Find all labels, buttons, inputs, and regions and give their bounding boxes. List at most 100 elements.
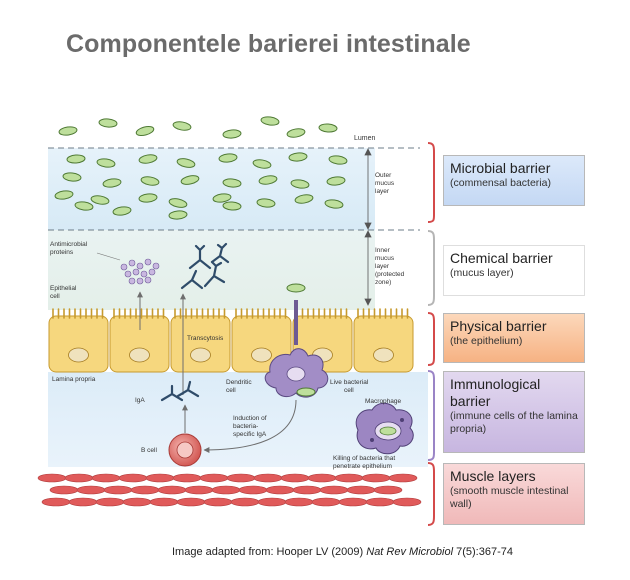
bacterium bbox=[176, 158, 196, 168]
muscle-fiber bbox=[311, 497, 341, 507]
bacterium bbox=[168, 198, 188, 208]
bacterium bbox=[58, 126, 78, 136]
label-induction-3: specific IgA bbox=[233, 431, 267, 438]
muscle-fiber bbox=[49, 485, 79, 495]
label-dendritic-2: cell bbox=[226, 387, 236, 394]
antimicrobial-proteins bbox=[120, 258, 160, 285]
muscle-fiber bbox=[145, 473, 175, 483]
muscle-fiber bbox=[226, 473, 256, 483]
muscle-fiber bbox=[280, 473, 310, 483]
muscle-fiber bbox=[95, 497, 125, 507]
cell-nucleus bbox=[373, 347, 394, 363]
muscle-fiber bbox=[230, 497, 260, 507]
credit-prefix: Image adapted from: Hooper LV (2009) bbox=[172, 546, 367, 558]
bacterium bbox=[328, 155, 348, 165]
credit-journal: Nat Rev Microbiol bbox=[366, 546, 454, 558]
label-live-bacterial-1: Live bacterial bbox=[330, 379, 369, 386]
iga-antibodies-mucus bbox=[180, 242, 230, 290]
immunological-barrier-subtitle: (immune cells of the lamina propria) bbox=[450, 410, 578, 435]
bacterium bbox=[172, 121, 192, 131]
label-killing-2: penetrate epithelium bbox=[333, 463, 392, 470]
muscle-fiber bbox=[284, 497, 314, 507]
antimicrobial-leader bbox=[96, 252, 121, 261]
label-outer-mucus-2: mucus bbox=[375, 180, 395, 187]
cell-nucleus bbox=[129, 347, 150, 363]
muscle-fiber bbox=[361, 473, 391, 483]
bacterium bbox=[140, 176, 160, 186]
epithelial-cell bbox=[170, 315, 231, 373]
chemical-barrier-subtitle: (mucus layer) bbox=[450, 267, 514, 279]
bracket-chemical bbox=[427, 230, 435, 306]
label-lamina-propria: Lamina propria bbox=[52, 376, 96, 383]
label-live-bacterial-2: cell bbox=[344, 387, 354, 394]
muscle-layers-subtitle: (smooth muscle intestinal wall) bbox=[450, 485, 569, 510]
bacterium bbox=[294, 194, 314, 204]
label-transcytosis: Transcytosis bbox=[187, 335, 224, 342]
muscle-fiber bbox=[37, 473, 67, 483]
inner-mucus-arrow bbox=[364, 230, 372, 306]
bacterium bbox=[96, 158, 116, 168]
muscle-fiber bbox=[211, 485, 241, 495]
label-epithelial-1: Epithelial bbox=[50, 285, 77, 292]
muscle-fiber bbox=[176, 497, 206, 507]
bracket-muscle bbox=[427, 462, 435, 526]
epithelium-layer bbox=[48, 308, 414, 373]
muscle-fiber bbox=[257, 497, 287, 507]
outer-mucus-arrow bbox=[364, 148, 372, 230]
bacterium bbox=[102, 178, 122, 188]
label-outer-mucus-3: layer bbox=[375, 188, 390, 195]
physical-barrier-subtitle: (the epithelium) bbox=[450, 335, 523, 347]
muscle-fiber bbox=[64, 473, 94, 483]
credit-suffix: 7(5):367-74 bbox=[453, 546, 513, 558]
immunological-barrier-title: Immunological barrier bbox=[450, 376, 541, 409]
chemical-barrier-title: Chemical barrier bbox=[450, 250, 553, 266]
bacterium bbox=[74, 201, 94, 211]
muscle-fiber bbox=[365, 497, 395, 507]
label-inner-mucus-2: mucus bbox=[375, 255, 395, 262]
epithelial-cell bbox=[48, 315, 109, 373]
bacterium bbox=[180, 175, 200, 185]
cell-nucleus bbox=[251, 347, 272, 363]
bacterium bbox=[98, 118, 118, 128]
muscle-fiber bbox=[346, 485, 376, 495]
bacterium bbox=[222, 201, 242, 211]
bacterium bbox=[288, 152, 308, 162]
bacterium bbox=[318, 123, 338, 133]
label-macrophage: Macrophage bbox=[365, 398, 402, 405]
bacterium bbox=[326, 176, 346, 186]
label-killing-1: Killing of bacteria that bbox=[333, 455, 395, 462]
muscle-fiber bbox=[184, 485, 214, 495]
bacterium bbox=[212, 193, 232, 203]
page-title: Componentele barierei intestinale bbox=[66, 30, 471, 58]
bacterium bbox=[258, 175, 278, 185]
muscle-layers bbox=[37, 473, 422, 507]
label-dendritic-1: Dendritic bbox=[226, 379, 252, 386]
bacterium bbox=[168, 210, 188, 220]
label-antimicrobial-2: proteins bbox=[50, 249, 74, 256]
muscle-layers-box: Muscle layers (smooth muscle intestinal … bbox=[443, 463, 585, 525]
bacterium bbox=[222, 129, 242, 139]
muscle-fiber bbox=[130, 485, 160, 495]
label-epithelial-2: cell bbox=[50, 293, 60, 300]
label-induction-2: bacteria- bbox=[233, 423, 258, 430]
label-inner-mucus-4: (protected bbox=[375, 271, 405, 278]
b-cell bbox=[168, 433, 202, 467]
muscle-fiber bbox=[122, 497, 152, 507]
label-inner-mucus-3: layer bbox=[375, 263, 390, 270]
microbial-barrier-title: Microbial barrier bbox=[450, 160, 551, 176]
muscle-fiber bbox=[103, 485, 133, 495]
bacterium bbox=[138, 193, 158, 203]
bacterium bbox=[256, 198, 276, 208]
muscle-fiber bbox=[149, 497, 179, 507]
label-outer-mucus-1: Outer bbox=[375, 172, 392, 179]
immunological-barrier-box: Immunological barrier (immune cells of t… bbox=[443, 371, 585, 453]
chemical-barrier-box: Chemical barrier (mucus layer) bbox=[443, 245, 585, 296]
label-inner-mucus-5: zone) bbox=[375, 279, 391, 286]
sampled-bacterium bbox=[286, 283, 306, 293]
muscle-fiber bbox=[41, 497, 71, 507]
induction-arrow bbox=[203, 399, 297, 453]
muscle-fiber bbox=[388, 473, 418, 483]
muscle-fiber bbox=[157, 485, 187, 495]
dendritic-cell bbox=[264, 300, 329, 398]
